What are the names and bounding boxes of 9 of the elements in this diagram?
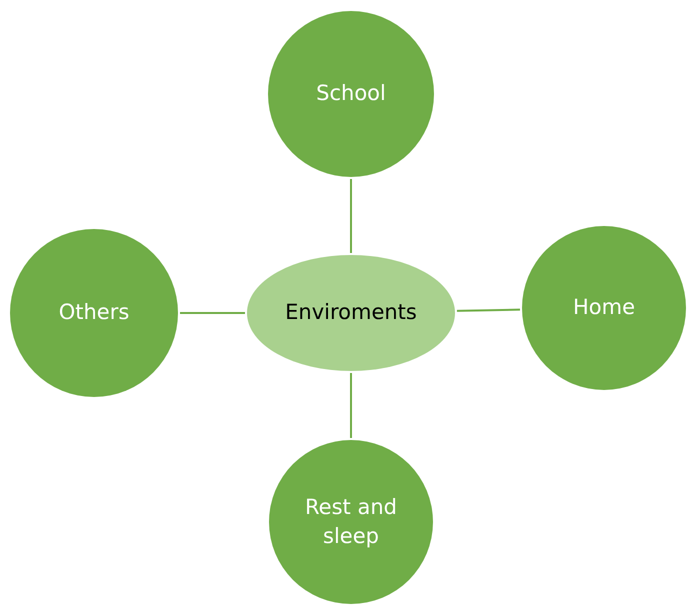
node-label: Rest and sleep: [304, 494, 398, 550]
connector-line: [350, 179, 352, 253]
connector-line: [350, 373, 352, 438]
connector-line: [456, 308, 520, 312]
node-label: Home: [572, 294, 635, 322]
connector-line: [180, 312, 245, 314]
node-label: Enviroments: [285, 299, 417, 326]
node-label: Others: [58, 299, 130, 326]
node-label: School: [316, 80, 386, 108]
